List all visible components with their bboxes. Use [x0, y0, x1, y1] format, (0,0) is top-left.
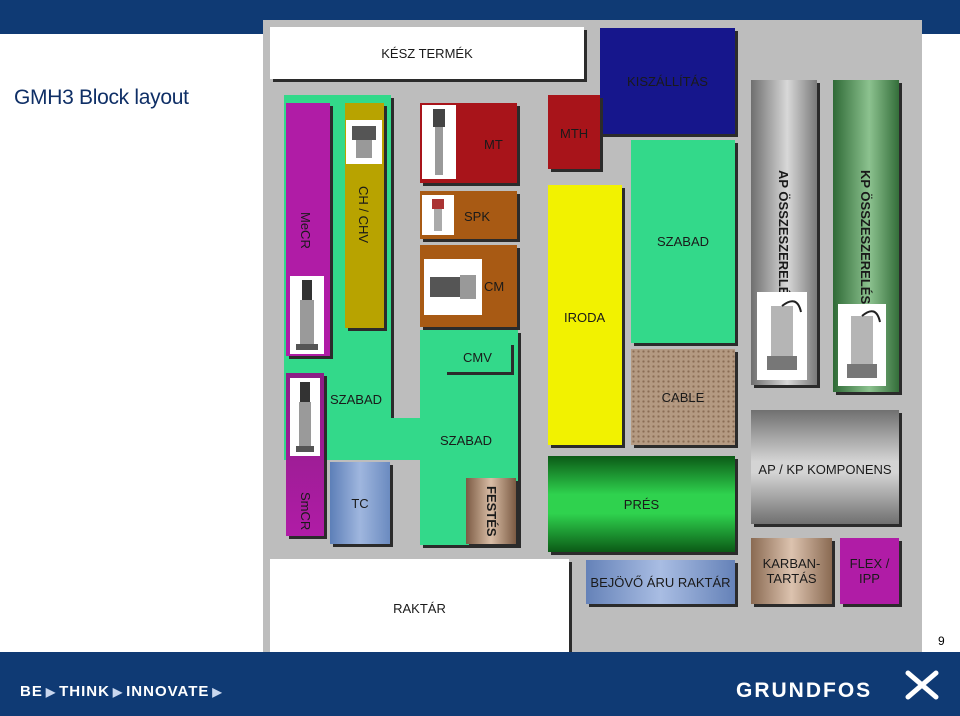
- block-szabad-top: SZABAD: [631, 140, 735, 343]
- block-karbantartas-label-line2: TARTÁS: [766, 571, 817, 586]
- footer-banner: [0, 652, 960, 716]
- chevron-right-icon: ▶: [212, 685, 223, 699]
- block-szabad-mid-label: SZABAD: [440, 433, 493, 448]
- block-flex-ipp-label-line1: FLEX /: [849, 556, 890, 571]
- page-number: 9: [938, 634, 945, 648]
- block-festes-label: FESTÉS: [484, 486, 499, 537]
- block-cmv-label: CMV: [463, 349, 492, 365]
- block-bejovo-aru-raktar-label: BEJÖVŐ ÁRU RAKTÁR: [590, 574, 731, 590]
- pump-icon: [346, 120, 382, 164]
- brand-logo-text: GRUNDFOS: [736, 679, 873, 702]
- block-cable-label: CABLE: [661, 389, 705, 405]
- block-kesz-termek: KÉSZ TERMÉK: [270, 27, 584, 79]
- block-tc: TC: [330, 462, 390, 544]
- block-pres-label: PRÉS: [623, 496, 660, 512]
- pump-icon: [290, 276, 324, 354]
- block-kiszallitas-label: KISZÁLLÍTÁS: [627, 74, 708, 89]
- block-ap-kp-komponens-label: AP / KP KOMPONENS: [758, 462, 892, 477]
- block-karbantartas: KARBAN- TARTÁS: [751, 538, 832, 604]
- pump-icon: [424, 259, 482, 315]
- block-mth-label: MTH: [560, 126, 589, 141]
- block-flex-ipp-label-line2: IPP: [859, 571, 880, 586]
- block-festes: [466, 478, 516, 544]
- block-cm-label: CM: [484, 279, 505, 294]
- chevron-right-icon: ▶: [112, 685, 124, 699]
- block-raktar-label: RAKTÁR: [393, 601, 446, 616]
- block-kiszallitas: KISZÁLLÍTÁS: [600, 28, 735, 134]
- footer-slogan: BE▶THINK▶INNOVATE▶: [20, 683, 226, 700]
- block-tc-label: TC: [351, 495, 369, 511]
- block-kesz-termek-label: KÉSZ TERMÉK: [381, 45, 473, 61]
- block-mecr-label: MeCR: [298, 212, 313, 249]
- pump-icon: [290, 378, 320, 456]
- block-ap-osszeszereles-label: AP ÖSSZESZERELÉS: [776, 170, 791, 305]
- block-cmv: CMV: [444, 342, 511, 372]
- block-mth: [548, 95, 600, 169]
- block-bejovo-aru-raktar: BEJÖVŐ ÁRU RAKTÁR: [586, 560, 735, 604]
- block-cable: CABLE: [631, 349, 735, 445]
- pump-icon: [422, 105, 456, 179]
- block-karbantartas-label-line1: KARBAN-: [762, 556, 821, 571]
- slogan-word: INNOVATE: [126, 683, 210, 700]
- block-mt-label: MT: [484, 137, 503, 152]
- brand-x-icon: [905, 670, 939, 700]
- block-ch-chv-label: CH / CHV: [356, 186, 371, 244]
- block-iroda-lower: [548, 330, 622, 445]
- block-flex-ipp: FLEX / IPP: [840, 538, 899, 604]
- block-smcr-label: SmCR: [298, 492, 313, 531]
- block-ap-kp-komponens: AP / KP KOMPONENS: [751, 410, 899, 524]
- pump-icon: [838, 304, 886, 386]
- block-szabad-top-label: SZABAD: [656, 234, 709, 249]
- slide-title: GMH3 Block layout: [14, 86, 189, 109]
- block-spk-label: SPK: [464, 209, 491, 224]
- block-pres: PRÉS: [548, 456, 735, 552]
- slogan-word: THINK: [59, 683, 110, 700]
- block-kp-osszeszereles-label: KP ÖSSZESZERELÉS: [858, 170, 873, 305]
- block-iroda-label: IRODA: [564, 310, 606, 325]
- pump-icon: [422, 195, 454, 235]
- block-szabad-left-label: SZABAD: [330, 392, 383, 407]
- chevron-right-icon: ▶: [45, 685, 57, 699]
- slogan-word: BE: [20, 683, 43, 700]
- block-raktar: RAKTÁR: [270, 559, 569, 657]
- pump-icon: [757, 292, 807, 380]
